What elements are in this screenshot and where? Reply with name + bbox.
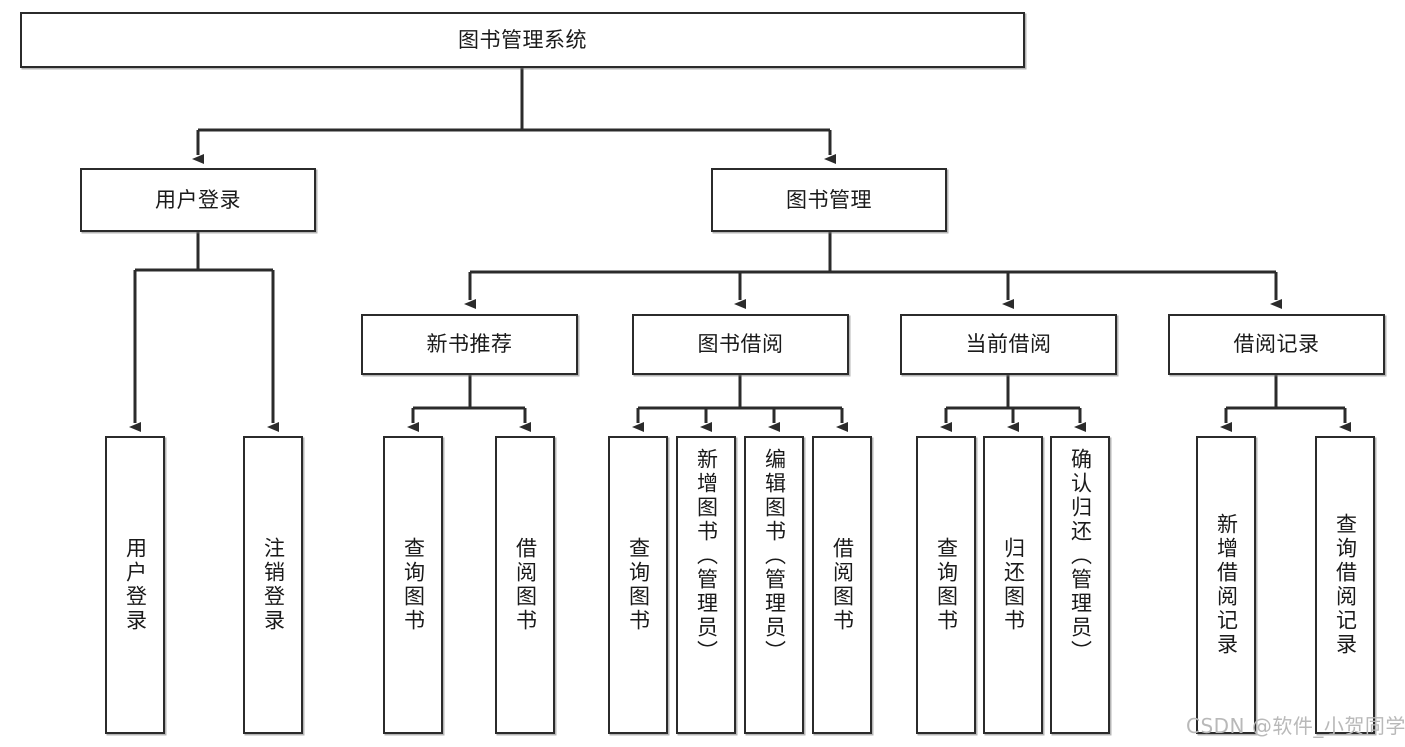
leaf-borrow-book-2[interactable]: 借阅图书 [812, 436, 872, 734]
node-book-management[interactable]: 图书管理 [711, 168, 947, 232]
leaf-return-book-label: 归还图书 [1001, 537, 1026, 633]
node-borrow-record[interactable]: 借阅记录 [1168, 314, 1385, 375]
node-book-borrow[interactable]: 图书借阅 [632, 314, 849, 375]
leaf-logout[interactable]: 注销登录 [243, 436, 303, 734]
leaf-query-book-3-label: 查询图书 [934, 537, 959, 633]
node-user-login[interactable]: 用户登录 [80, 168, 316, 232]
node-new-book-recommend-label: 新书推荐 [426, 332, 513, 357]
leaf-query-record-label: 查询借阅记录 [1333, 513, 1358, 657]
leaf-user-login-label: 用户登录 [123, 537, 148, 633]
node-root[interactable]: 图书管理系统 [20, 12, 1025, 68]
leaf-edit-book-label: 编辑图书（管理员） [762, 448, 787, 664]
leaf-query-book-2[interactable]: 查询图书 [608, 436, 668, 734]
node-borrow-record-label: 借阅记录 [1233, 332, 1320, 357]
leaf-query-book-2-label: 查询图书 [626, 537, 651, 633]
leaf-query-book-1[interactable]: 查询图书 [383, 436, 443, 734]
leaf-borrow-book-1[interactable]: 借阅图书 [495, 436, 555, 734]
leaf-borrow-book-1-label: 借阅图书 [513, 537, 538, 633]
leaf-query-book-3[interactable]: 查询图书 [916, 436, 976, 734]
node-user-login-label: 用户登录 [155, 187, 241, 212]
leaf-borrow-book-2-label: 借阅图书 [830, 537, 855, 633]
leaf-logout-label: 注销登录 [261, 537, 286, 633]
node-root-label: 图书管理系统 [458, 27, 587, 52]
leaf-query-record[interactable]: 查询借阅记录 [1315, 436, 1375, 734]
leaf-add-record-label: 新增借阅记录 [1214, 513, 1239, 657]
csdn-watermark: CSDN @软件_小贺同学 [1186, 714, 1405, 738]
leaf-edit-book[interactable]: 编辑图书（管理员） [744, 436, 804, 734]
leaf-add-book[interactable]: 新增图书（管理员） [676, 436, 736, 734]
leaf-add-book-label: 新增图书（管理员） [694, 448, 719, 664]
leaf-user-login[interactable]: 用户登录 [105, 436, 165, 734]
leaf-add-record[interactable]: 新增借阅记录 [1196, 436, 1256, 734]
leaf-confirm-return[interactable]: 确认归还（管理员） [1050, 436, 1110, 734]
node-book-borrow-label: 图书借阅 [697, 332, 784, 357]
node-new-book-recommend[interactable]: 新书推荐 [361, 314, 578, 375]
node-current-borrow-label: 当前借阅 [965, 332, 1052, 357]
node-current-borrow[interactable]: 当前借阅 [900, 314, 1117, 375]
leaf-return-book[interactable]: 归还图书 [983, 436, 1043, 734]
leaf-query-book-1-label: 查询图书 [401, 537, 426, 633]
leaf-confirm-return-label: 确认归还（管理员） [1068, 448, 1093, 664]
node-book-management-label: 图书管理 [786, 187, 872, 212]
